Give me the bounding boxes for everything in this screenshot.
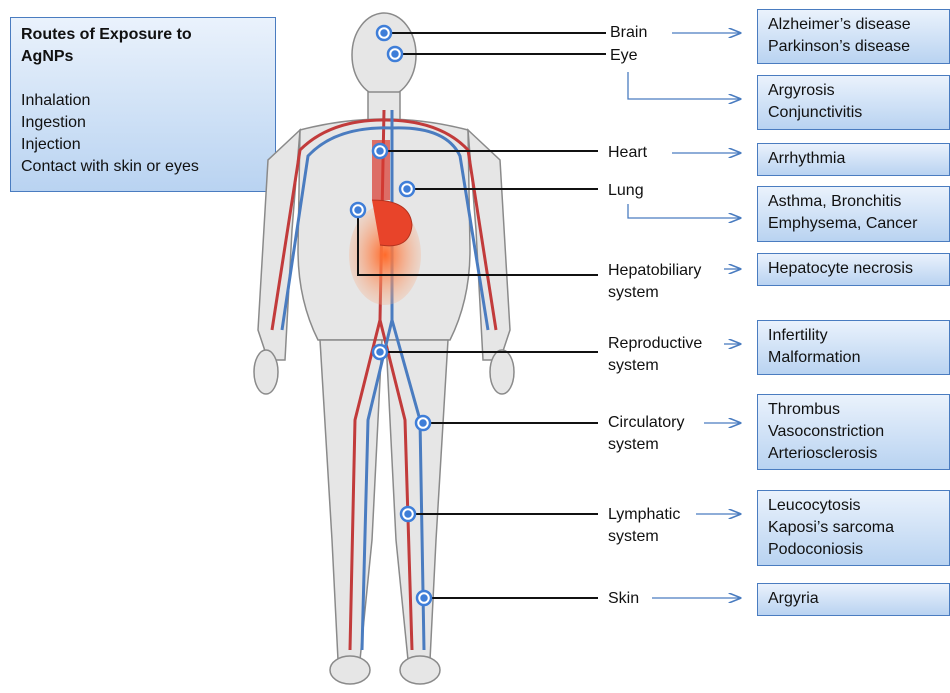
organ-label-circulatory: Circulatory system (606, 412, 686, 456)
effect-box-circulatory: Thrombus Vasoconstriction Arterioscleros… (757, 394, 950, 470)
effect-box-eye: Argyrosis Conjunctivitis (757, 75, 950, 130)
effect-box-hepatobiliary: Hepatocyte necrosis (757, 253, 950, 286)
effect-box-lymphatic: Leucocytosis Kaposi’s sarcoma Podoconios… (757, 490, 950, 566)
effect-box-heart: Arrhythmia (757, 143, 950, 176)
organ-label-brain: Brain (608, 22, 649, 44)
effect-box-reproductive: Infertility Malformation (757, 320, 950, 375)
organ-label-lymphatic: Lymphatic system (606, 504, 682, 548)
effect-box-skin: Argyria (757, 583, 950, 616)
organ-label-eye: Eye (608, 45, 640, 67)
organ-label-skin: Skin (606, 588, 641, 610)
organ-label-hepatobiliary: Hepatobiliary system (606, 260, 703, 304)
organ-label-heart: Heart (606, 142, 649, 164)
effect-box-brain: Alzheimer’s disease Parkinson’s disease (757, 9, 950, 64)
effect-box-lung: Asthma, Bronchitis Emphysema, Cancer (757, 186, 950, 242)
organ-label-lung: Lung (606, 180, 646, 202)
organ-label-reproductive: Reproductive system (606, 333, 704, 377)
